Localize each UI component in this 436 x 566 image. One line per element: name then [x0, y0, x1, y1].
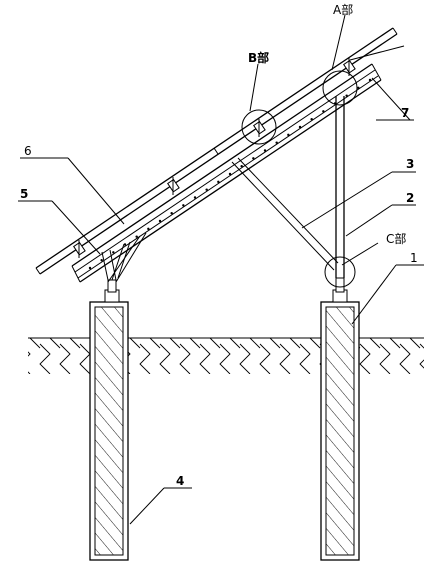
- label-1: 1: [410, 251, 418, 265]
- detail-circle-b: [241, 109, 277, 145]
- pile-cap-left: [104, 279, 120, 303]
- label-4: 4: [176, 474, 184, 488]
- pile-left: [89, 301, 129, 561]
- diagonal-brace: [231, 157, 339, 271]
- label-3: 3: [406, 157, 414, 171]
- rail-end-tail: [349, 45, 405, 61]
- detail-circle-a: [322, 70, 358, 106]
- label-7: 7: [401, 106, 409, 120]
- detail-circle-c: [324, 256, 356, 288]
- pile-cap-right: [332, 277, 348, 303]
- front-support: [101, 232, 147, 283]
- pv-panel: [35, 27, 398, 275]
- leader-lines: [18, 14, 424, 525]
- purlin-rail: [71, 63, 382, 283]
- pile-right: [320, 301, 360, 561]
- clamp-b: [253, 119, 266, 137]
- label-a-part: A部: [333, 2, 353, 17]
- label-c-part: C部: [386, 231, 406, 246]
- ground-surface: [28, 337, 424, 374]
- clamp-front: [73, 240, 86, 258]
- rear-column: [335, 96, 345, 278]
- clamp-mid: [167, 177, 180, 195]
- label-6: 6: [24, 144, 32, 158]
- label-5: 5: [20, 187, 28, 201]
- label-b-part: B部: [248, 50, 269, 65]
- label-2: 2: [406, 191, 414, 205]
